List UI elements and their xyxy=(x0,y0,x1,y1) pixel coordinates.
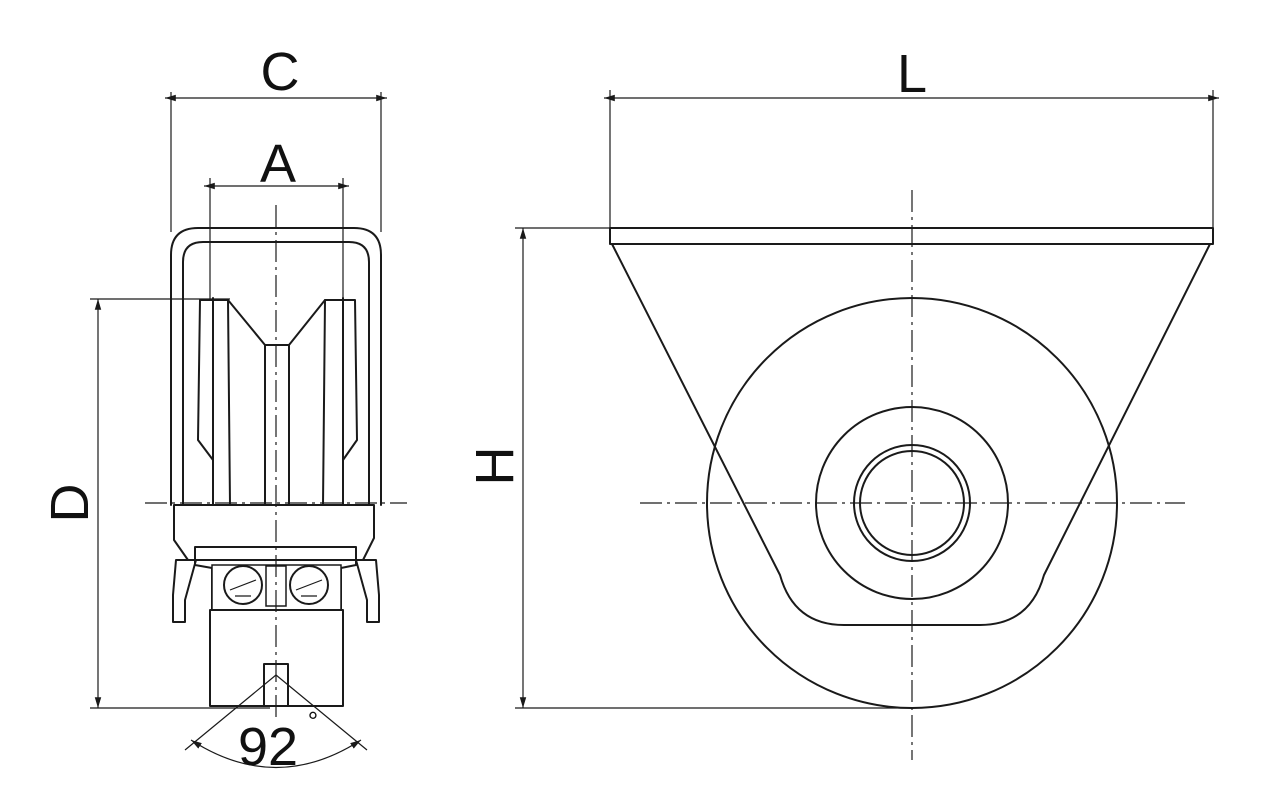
front-view: L H xyxy=(465,44,1219,760)
dimension-h: H xyxy=(465,227,912,709)
bearing-ball-left-mark xyxy=(229,579,257,597)
dimension-l: L xyxy=(604,44,1219,232)
dimension-d: D xyxy=(40,298,270,709)
dimension-a-label: A xyxy=(260,134,296,194)
side-view: C A D 92 ° xyxy=(40,42,407,777)
v-groove xyxy=(227,299,326,506)
bracket-outer-outline xyxy=(170,227,382,506)
dimension-angle: 92 ° xyxy=(184,674,368,777)
wheel-tire-right xyxy=(322,299,358,506)
bracket-leg-right xyxy=(355,559,380,623)
angle-value-label: 92 xyxy=(238,717,298,777)
dimension-h-label: H xyxy=(465,447,525,486)
dimension-c: C xyxy=(165,42,387,232)
top-plate-section xyxy=(173,504,375,561)
bearing-ball-right xyxy=(289,565,329,605)
dimension-c-label: C xyxy=(261,42,300,102)
dimension-a: A xyxy=(204,134,349,300)
bearing-ball-left xyxy=(223,565,263,605)
angle-degree-label: ° xyxy=(308,706,318,736)
dimension-d-label: D xyxy=(40,484,100,523)
bearing-ball-right-mark xyxy=(295,579,323,597)
dimension-l-label: L xyxy=(897,44,927,104)
hub-section xyxy=(209,609,344,707)
bracket-side-plate xyxy=(611,243,1211,626)
bracket-leg-left xyxy=(172,559,197,623)
